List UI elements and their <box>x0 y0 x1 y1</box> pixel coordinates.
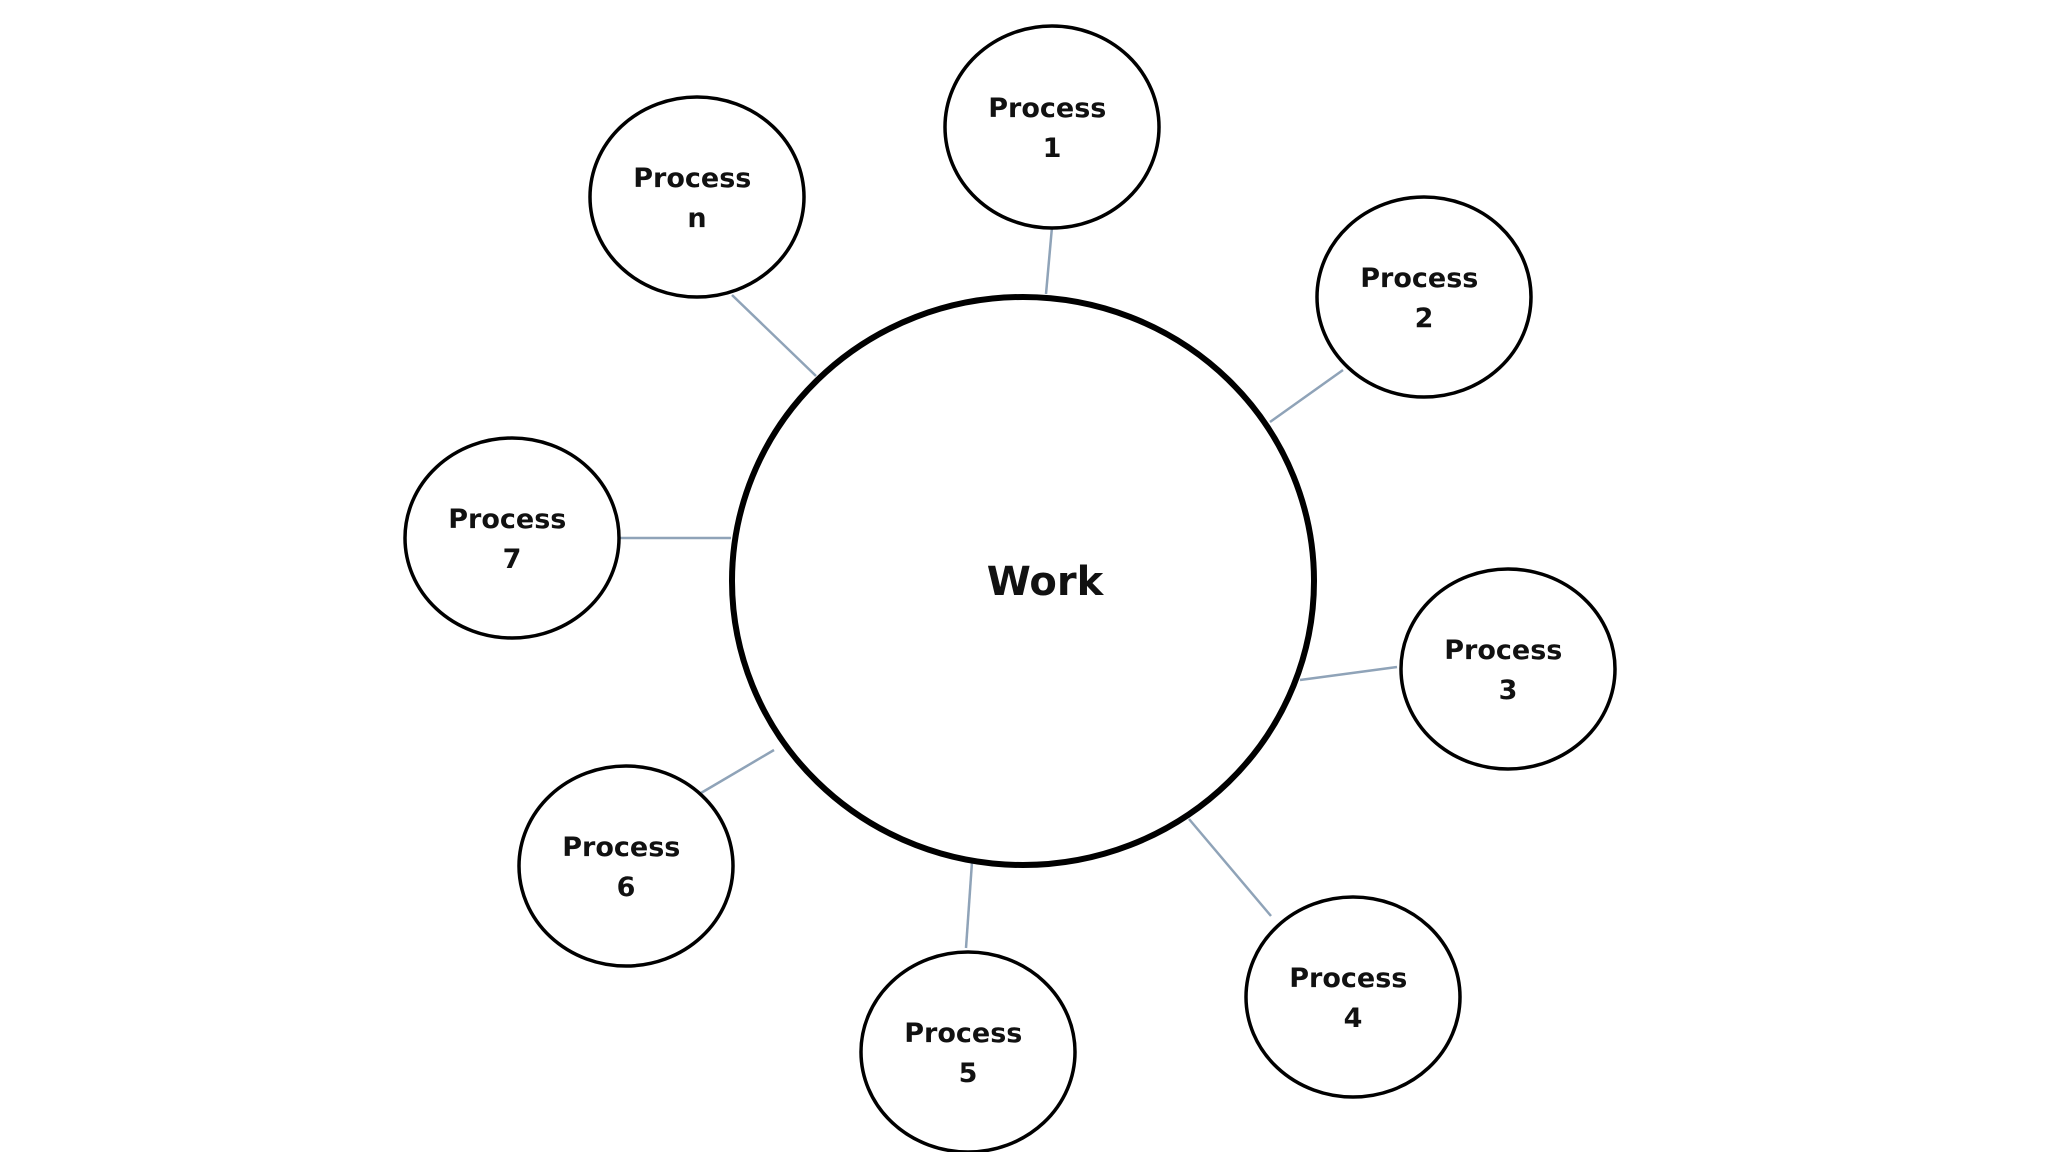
node-process-7[interactable]: Process 7 <box>403 436 621 640</box>
connector-process-4 <box>1188 818 1272 917</box>
node-label-line2: n <box>687 203 706 234</box>
node-process-2[interactable]: Process 2 <box>1315 195 1533 399</box>
node-process-1[interactable]: Process 1 <box>943 24 1161 230</box>
node-label-line2: 6 <box>617 872 636 903</box>
node-circle <box>1315 195 1533 399</box>
node-label-line1: Process <box>904 1018 1022 1049</box>
node-process-4[interactable]: Process 4 <box>1244 895 1462 1099</box>
node-label: Process 4 <box>1289 963 1417 1034</box>
node-circle <box>943 24 1161 230</box>
connector-process-6 <box>700 748 775 795</box>
node-label-line1: Process <box>633 163 751 194</box>
connectors <box>618 226 1398 949</box>
node-label: Process 5 <box>904 1018 1032 1089</box>
node-label-line1: Process <box>448 504 566 535</box>
node-label: Process 7 <box>448 504 576 575</box>
connector-process-1 <box>1044 226 1054 295</box>
center-circle <box>729 294 1317 868</box>
node-label-line2: 1 <box>1043 133 1062 164</box>
node-process-6[interactable]: Process 6 <box>517 764 735 968</box>
node-process-n[interactable]: Process n <box>588 95 806 299</box>
node-label-line2: 5 <box>959 1058 978 1089</box>
node-label: Process 3 <box>1444 635 1572 706</box>
connector-process-n <box>731 294 817 377</box>
node-label: Process 2 <box>1360 263 1488 334</box>
node-label-line1: Process <box>1360 263 1478 294</box>
node-circle <box>403 436 621 640</box>
node-circle <box>859 950 1077 1152</box>
connector-process-5 <box>964 861 974 949</box>
center-node-work[interactable]: Work <box>729 294 1317 868</box>
node-label-line2: 4 <box>1344 1003 1363 1034</box>
node-label-line1: Process <box>988 93 1106 124</box>
connector-process-3 <box>1299 665 1398 682</box>
node-label-line1: Process <box>1289 963 1407 994</box>
node-label-line1: Process <box>562 832 680 863</box>
node-label-line2: 7 <box>503 544 522 575</box>
node-label-line2: 2 <box>1415 303 1434 334</box>
node-label: Process 6 <box>562 832 690 903</box>
node-label: Process 1 <box>988 93 1116 164</box>
connector-process-2 <box>1269 368 1344 424</box>
center-label: Work <box>987 559 1105 605</box>
node-label-line1: Process <box>1444 635 1562 666</box>
node-circle <box>588 95 806 299</box>
node-circle <box>1244 895 1462 1099</box>
node-process-5[interactable]: Process 5 <box>859 950 1077 1152</box>
node-circle <box>1399 567 1617 771</box>
node-process-3[interactable]: Process 3 <box>1399 567 1617 771</box>
node-label: Process n <box>633 163 761 234</box>
node-circle <box>517 764 735 968</box>
node-label-line2: 3 <box>1499 675 1518 706</box>
